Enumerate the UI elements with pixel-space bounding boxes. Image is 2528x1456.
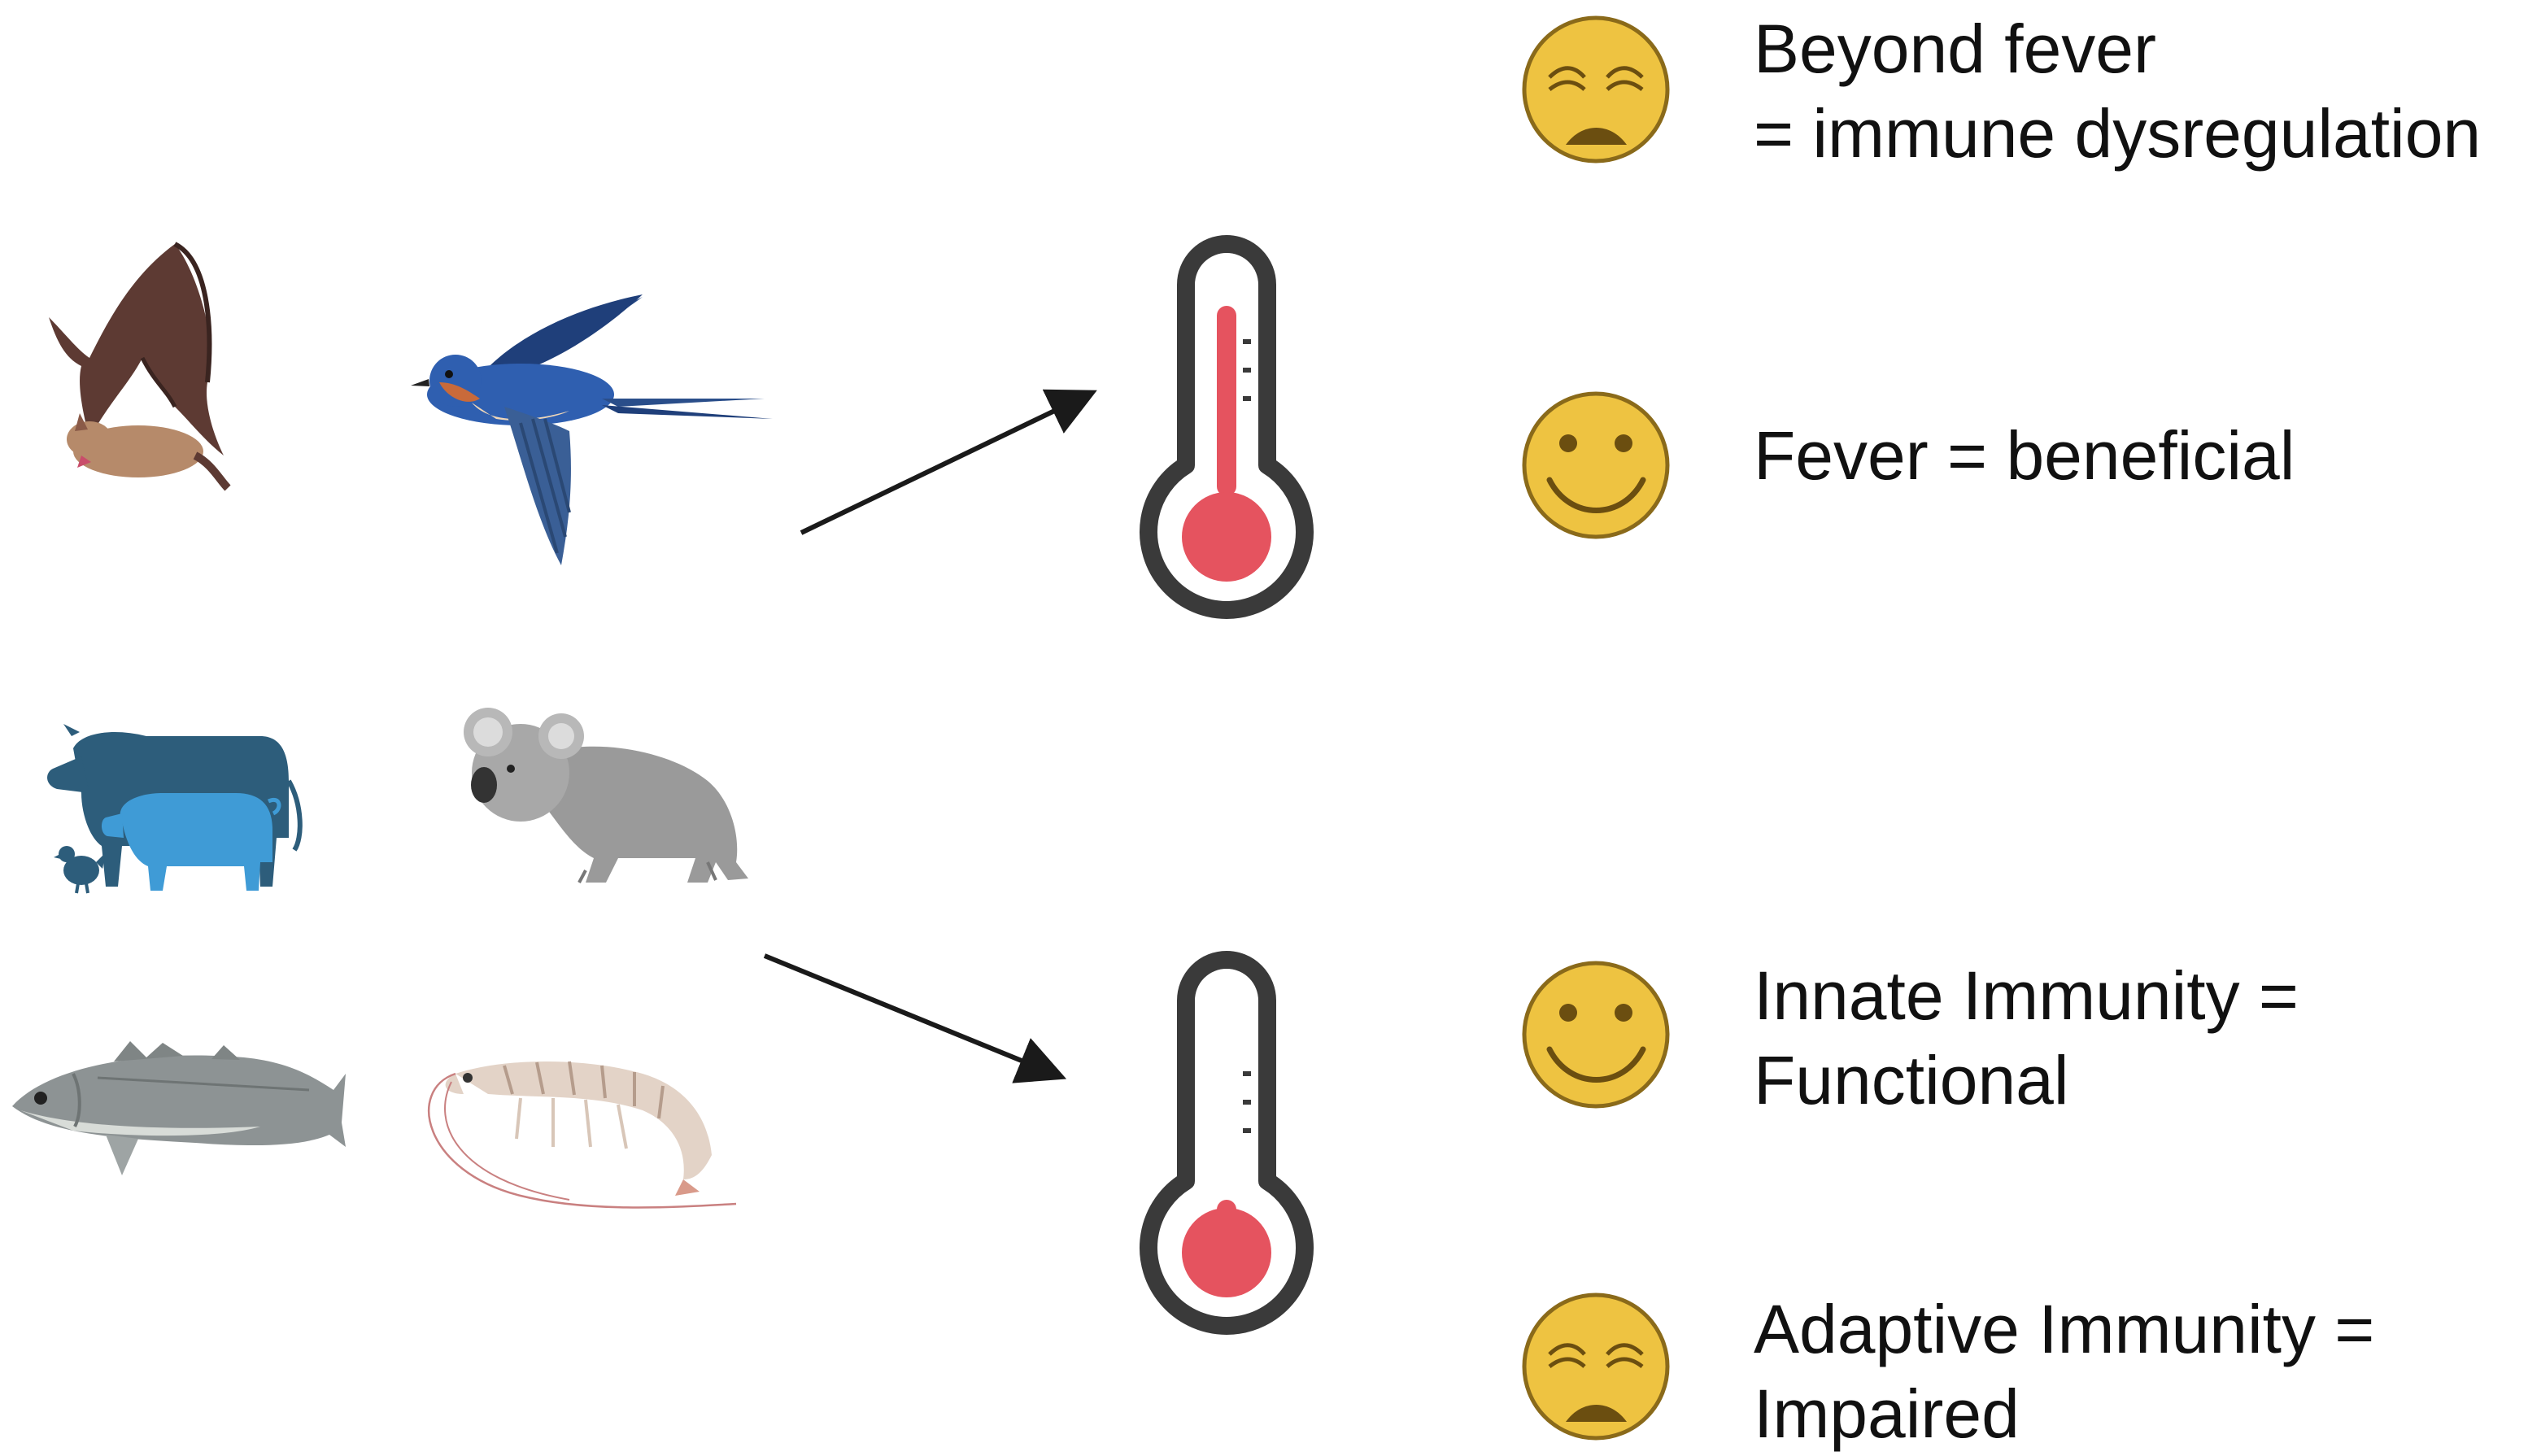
label-adaptive-immunity: Adaptive Immunity = Impaired (1754, 1287, 2374, 1456)
label-innate-immunity: Innate Immunity = Functional (1754, 953, 2299, 1123)
fish-icon (12, 1041, 346, 1175)
label-beyond-fever-line1: Beyond fever (1754, 11, 2156, 87)
smiley-face-icon (1522, 961, 1670, 1109)
swallow-icon (411, 294, 773, 565)
label-fever-beneficial: Fever = beneficial (1754, 413, 2295, 498)
koala-icon (464, 708, 748, 883)
mercury-column-high (1217, 306, 1236, 496)
label-beyond-fever: Beyond fever = immune dysregulation (1754, 7, 2481, 176)
sad-face-icon (1522, 15, 1670, 163)
label-innate-line2: Functional (1754, 1042, 2069, 1118)
bat-icon (49, 242, 231, 491)
arrow-down (763, 953, 1067, 1083)
livestock-icon (47, 724, 303, 894)
label-adaptive-line2: Impaired (1754, 1375, 2020, 1452)
label-beyond-fever-line2: = immune dysregulation (1754, 95, 2482, 172)
arrow-up (800, 389, 1097, 535)
thermometer-icon-high (1140, 235, 1314, 619)
sad-face-icon (1522, 1293, 1670, 1441)
label-fever-line1: Fever = beneficial (1754, 417, 2295, 494)
smiley-face-icon (1522, 391, 1670, 539)
label-adaptive-line1: Adaptive Immunity = (1754, 1291, 2375, 1367)
thermometer-icon-low (1140, 951, 1314, 1335)
shrimp-icon (427, 1061, 737, 1209)
label-innate-line1: Innate Immunity = (1754, 957, 2299, 1034)
